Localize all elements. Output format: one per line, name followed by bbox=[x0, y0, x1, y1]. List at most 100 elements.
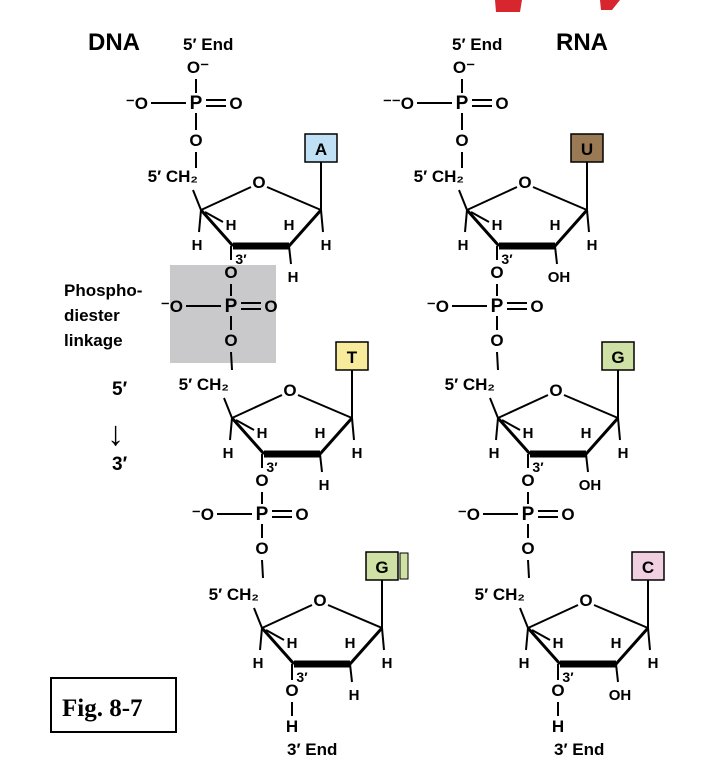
dna-sugar-2-h-c1: H bbox=[315, 425, 326, 442]
dna-sugar-2-bond-ch2 bbox=[223, 397, 233, 419]
linkage-label-2: diester bbox=[64, 306, 120, 325]
rna-phosphate-1-p-atom: P bbox=[491, 296, 504, 317]
dna-phosphate-top-o-minus: O⁻ bbox=[187, 58, 209, 77]
rna-link-1-o3: O bbox=[490, 263, 503, 282]
rna-link-2-o3: O bbox=[521, 471, 534, 490]
dna-sugar-3-bond-o-c1 bbox=[327, 604, 383, 629]
dna-sugar-3-h-c4b: H bbox=[253, 655, 264, 672]
dna-sugar-3-bond-h-c4 bbox=[265, 629, 285, 641]
rna-sugar-1-bond-h-c4 bbox=[470, 211, 490, 223]
rna-phosphate-1-o-right: O bbox=[530, 297, 543, 316]
dna-sugar-3-bond-c4-o bbox=[261, 604, 313, 629]
dna-sugar-3-base-box bbox=[365, 551, 399, 581]
dna-sugar-3-ch2: 5′ CH₂ bbox=[209, 585, 259, 604]
dna-sugar-1-bond-h-c1b bbox=[320, 209, 324, 233]
rna-sugar-1-bond-c4-o bbox=[466, 186, 518, 211]
rna-phosphate-top-p-atom: P bbox=[456, 93, 469, 114]
rna-sugar-2-h-c4: H bbox=[523, 425, 534, 442]
dna-sugar-1-base-letter: A bbox=[315, 140, 327, 159]
rna-end-o: O bbox=[551, 681, 564, 700]
dna-sugar-3-bond-ch2 bbox=[253, 607, 263, 629]
dna-phosphate-top-p-atom: P bbox=[190, 93, 203, 114]
dna-sugar-1-bond-c4-o bbox=[200, 186, 252, 211]
dna-sugar-1-bond-c1-c2 bbox=[287, 209, 323, 247]
rna-sugar-3-base-box bbox=[631, 551, 665, 581]
dna-sugar-2-bond-h-c1b bbox=[351, 417, 355, 441]
dna-sugar-3-bond-c2-sub bbox=[349, 663, 353, 683]
dna-sugar-3-bond-h-c4b bbox=[259, 627, 263, 651]
rna-sugar-1-c2-sub: OH bbox=[548, 269, 571, 286]
rna-sugar-3-bond-c2-sub bbox=[615, 663, 619, 683]
rna-sugar-1-ring-o: O bbox=[518, 173, 531, 192]
dna-sugar-2-bond-h-c4b bbox=[229, 417, 233, 441]
rna-sugar-2-bond-o-c1 bbox=[563, 394, 619, 419]
rna-sugar-1-bond-c2-sub bbox=[554, 245, 558, 265]
rna-sugar-3-ring-o: O bbox=[579, 591, 592, 610]
rna-sugar-2-bond-c1-c2 bbox=[584, 417, 620, 455]
rna-phosphate-2-o-right: O bbox=[561, 505, 574, 524]
dna-o5-top: O bbox=[189, 131, 202, 150]
rna-sugar-1-bond-c4-c3 bbox=[465, 209, 501, 247]
rna-sugar-2-ring-o: O bbox=[549, 381, 562, 400]
dna-sugar-2-ring-o: O bbox=[283, 381, 296, 400]
dna-sugar-2-bond-c2-sub bbox=[319, 453, 323, 473]
figure-label: Fig. 8-7 bbox=[62, 695, 143, 722]
rna-sugar-1-bond-h-c4b bbox=[464, 209, 468, 233]
dna-sugar-1-h-c4: H bbox=[226, 217, 237, 234]
dna-phosphate-top-neg-o: ⁻O bbox=[126, 94, 148, 113]
figure-label-box bbox=[50, 677, 177, 733]
dna-link-2-d bbox=[261, 559, 264, 579]
rna-end-h: H bbox=[552, 717, 564, 736]
rna-sugar-1-base-box bbox=[570, 133, 604, 163]
dna-title: DNA bbox=[88, 29, 140, 56]
rna-phosphate-top-neg-o: ⁻⁻O bbox=[383, 94, 414, 113]
rna-sugar-3-base-letter: C bbox=[642, 558, 654, 577]
dna-phosphate-top-o-right: O bbox=[229, 94, 242, 113]
rna-sugar-2-bond-h-c4b bbox=[495, 417, 499, 441]
rna-sugar-3-3prime: 3′ bbox=[562, 669, 574, 685]
dna-sugar-2-h-c4: H bbox=[257, 425, 268, 442]
title-fragment bbox=[495, 0, 522, 12]
dna-sugar-2-base-letter: T bbox=[347, 348, 358, 367]
rna-sugar-2-bond-h-c1b bbox=[617, 417, 621, 441]
dna-5-end: 5′ End bbox=[183, 35, 233, 54]
rna-sugar-3-bond-o-c1 bbox=[593, 604, 649, 629]
rna-link-1-d bbox=[496, 351, 499, 371]
rna-sugar-2-base-letter: G bbox=[611, 348, 624, 367]
dna-link-2-o5: O bbox=[255, 539, 268, 558]
rna-sugar-2-bond-h-c4 bbox=[501, 419, 521, 431]
dna-sugar-3-h-c4: H bbox=[287, 635, 298, 652]
dna-sugar-2-c2-sub: H bbox=[319, 477, 330, 494]
rna-sugar-3-bond-c1-c2 bbox=[614, 627, 650, 665]
dna-phosphate-2-neg-o: ⁻O bbox=[192, 505, 214, 524]
dna-sugar-2-h-c4b: H bbox=[223, 445, 234, 462]
rna-sugar-1-bond-h-c1b bbox=[586, 209, 590, 233]
rna-sugar-3-bond-ch2 bbox=[519, 607, 529, 629]
dna-phosphate-2-p-atom: P bbox=[256, 504, 269, 525]
dna-phosphate-2-o-right: O bbox=[295, 505, 308, 524]
dna-sugar-1-bond-c2-sub bbox=[288, 245, 292, 265]
dna-sugar-2-h-c1b: H bbox=[352, 445, 363, 462]
rna-phosphate-2-p-atom: P bbox=[522, 504, 535, 525]
dna-link-1-o5: O bbox=[224, 331, 237, 350]
rna-3-end: 3′ End bbox=[554, 740, 604, 759]
rna-sugar-2-h-c4b: H bbox=[489, 445, 500, 462]
dna-sugar-1-bond-h-c4 bbox=[204, 211, 224, 223]
dna-sugar-1-bond-c4-c3 bbox=[199, 209, 235, 247]
dna-sugar-3-base-letter: G bbox=[375, 558, 388, 577]
rna-title: RNA bbox=[556, 29, 608, 56]
rna-sugar-3-h-c4: H bbox=[553, 635, 564, 652]
dna-sugar-3-3prime: 3′ bbox=[296, 669, 308, 685]
rna-phosphate-2-neg-o: ⁻O bbox=[458, 505, 480, 524]
dna-sugar-2-base-box bbox=[335, 341, 369, 371]
linkage-label-1: Phospho- bbox=[64, 281, 142, 300]
dna-end-h: H bbox=[286, 717, 298, 736]
dna-sugar-1-h-c4b: H bbox=[192, 237, 203, 254]
dna-sugar-3-h-c1b: H bbox=[382, 655, 393, 672]
rna-sugar-3-bond-c4-c3 bbox=[526, 627, 562, 665]
rna-sugar-2-bond-ch2 bbox=[489, 397, 499, 419]
dna-link-1-d bbox=[230, 351, 233, 371]
dna-sugar-3-c2-sub: H bbox=[349, 687, 360, 704]
